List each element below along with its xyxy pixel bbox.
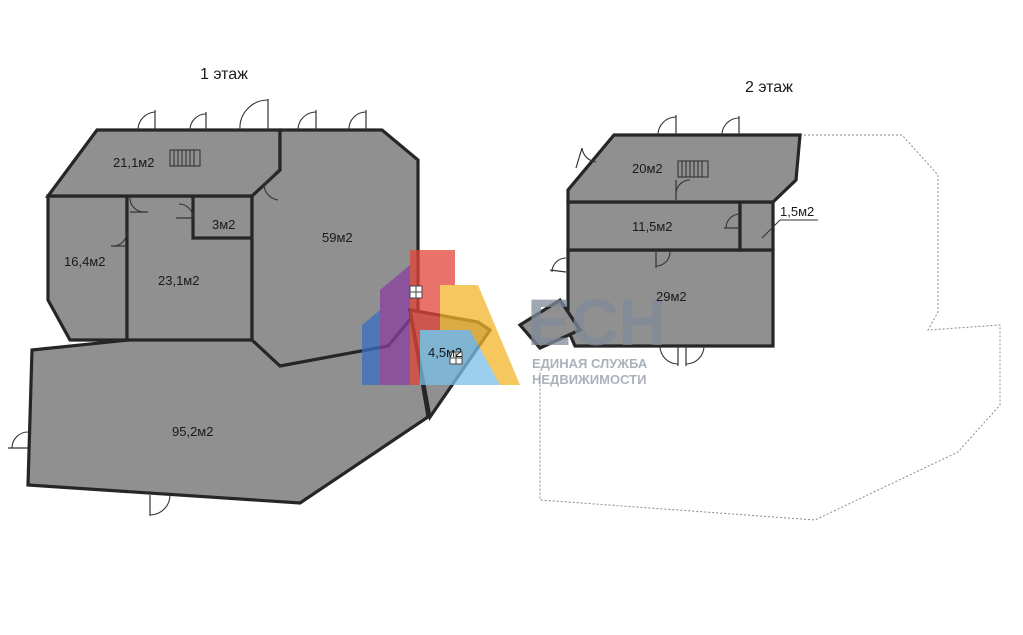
room-label: 16,4м2 <box>64 254 105 269</box>
door <box>724 213 741 229</box>
door <box>239 99 269 131</box>
room-label: 11,5м2 <box>632 219 673 234</box>
room-label: 21,1м2 <box>113 155 154 170</box>
room-label: 3м2 <box>212 217 235 232</box>
window-icon <box>449 351 463 365</box>
floor-1-title: 1 этаж <box>200 66 248 83</box>
floor1-doors <box>8 99 367 516</box>
door <box>721 116 740 136</box>
door <box>137 110 156 131</box>
floor2-doors <box>549 115 741 366</box>
leader-line <box>761 219 818 239</box>
door <box>297 110 317 131</box>
stairs-icon <box>169 149 201 167</box>
door <box>111 231 128 247</box>
door <box>549 257 567 273</box>
watermark-line2: НЕДВИЖИМОСТИ <box>532 372 646 387</box>
room-label: 20м2 <box>632 161 663 176</box>
door <box>659 345 679 366</box>
room-59 <box>250 128 420 368</box>
door <box>263 169 279 201</box>
balcony <box>517 297 583 350</box>
floor-2-title: 2 этаж <box>745 79 793 96</box>
floor2-outline <box>539 134 1001 521</box>
room-label: 23,1м2 <box>158 273 199 288</box>
room-label: 1,5м2 <box>780 204 814 219</box>
door <box>176 203 194 219</box>
watermark-line1: ЕДИНАЯ СЛУЖБА <box>532 356 648 371</box>
room-21-1 <box>44 128 282 198</box>
stairs-icon <box>677 160 709 178</box>
room-1-5 <box>738 200 775 252</box>
door <box>685 345 705 366</box>
door <box>675 179 691 200</box>
watermark-letters: ЕСН <box>527 285 666 359</box>
room-label: 59м2 <box>322 230 353 245</box>
door <box>149 494 171 516</box>
room-label: 4,5м2 <box>428 345 462 360</box>
door <box>575 147 597 169</box>
door <box>129 197 148 213</box>
door <box>657 115 677 136</box>
room-20 <box>566 133 802 204</box>
door <box>8 431 29 449</box>
door <box>655 251 671 268</box>
door <box>348 110 367 131</box>
floor-2-plan <box>517 133 802 350</box>
door <box>189 112 207 131</box>
room-label: 29м2 <box>656 289 687 304</box>
window-icon <box>409 285 423 299</box>
room-label: 95,2м2 <box>172 424 213 439</box>
